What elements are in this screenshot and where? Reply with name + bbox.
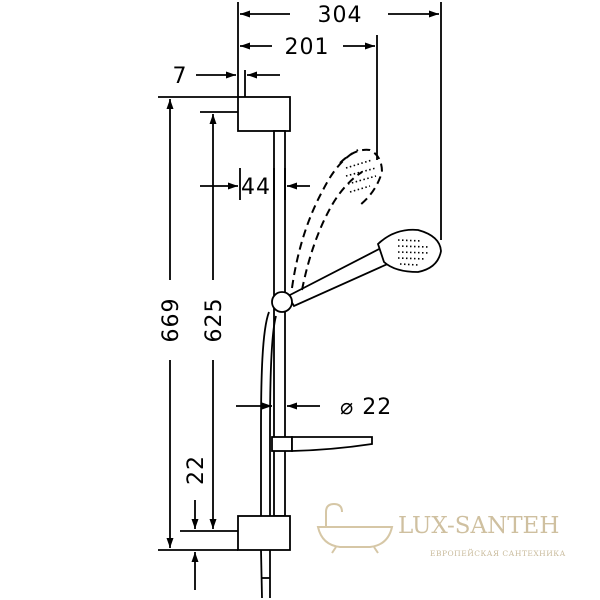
watermark: LUX-SANTEH ЕВРОПЕЙСКАЯ САНТЕХНИКА xyxy=(316,502,566,558)
shower-rail xyxy=(237,96,373,551)
bottom-wall-bracket xyxy=(237,515,291,551)
dim-bottom-offset: 22 xyxy=(184,455,209,485)
handshower-assembly xyxy=(271,228,442,313)
watermark-tagline: ЕВРОПЕЙСКАЯ САНТЕХНИКА xyxy=(430,549,566,558)
dim-handshower-reach: 201 xyxy=(285,35,330,60)
top-wall-bracket xyxy=(237,96,291,132)
dim-diameter: ⌀ 22 xyxy=(340,395,392,420)
dimension-lines xyxy=(158,2,442,590)
dim-overall-height: 669 xyxy=(159,298,184,343)
dim-top-offset: 7 xyxy=(173,64,188,89)
slider-knob xyxy=(271,291,293,313)
rail-bar xyxy=(273,130,286,517)
soap-dish xyxy=(291,436,373,452)
dim-overall-width: 304 xyxy=(318,3,363,28)
dim-bar-offset: 44 xyxy=(241,175,271,200)
soap-dish-holder xyxy=(271,436,293,452)
handshower-head xyxy=(376,228,442,273)
handshower-handle xyxy=(286,244,394,308)
dim-bracket-spacing: 625 xyxy=(202,298,227,343)
shower-hose xyxy=(260,311,277,599)
watermark-brand: LUX-SANTEH xyxy=(398,513,559,539)
dashed-head-dots xyxy=(345,159,377,193)
handshower-alt-position xyxy=(291,148,384,291)
bathtub-logo-icon xyxy=(316,502,394,554)
